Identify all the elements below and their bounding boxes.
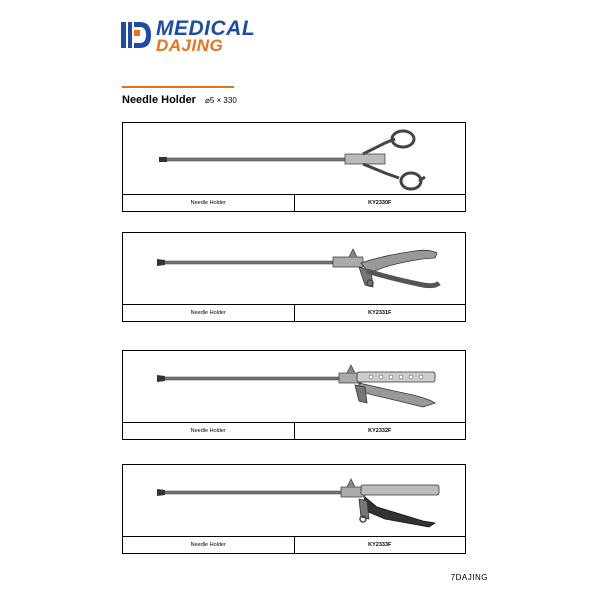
heading-rule bbox=[122, 86, 234, 88]
product-code: KY2333F bbox=[368, 542, 392, 548]
needle-holder-image bbox=[157, 478, 440, 528]
needle-holder-image bbox=[159, 129, 426, 191]
page-footer-label: 7DAJING bbox=[450, 573, 488, 582]
product-code: KY2331F bbox=[368, 310, 392, 316]
brand-logo: MEDICAL DAJING bbox=[120, 18, 255, 55]
heading-title: Needle Holder bbox=[122, 94, 196, 106]
product-name: Needle Holder bbox=[123, 537, 295, 553]
needle-holder-image bbox=[157, 364, 436, 408]
logo-text-dajing: DAJING bbox=[156, 36, 224, 55]
needle-holder-image bbox=[157, 248, 441, 289]
product-name: Needle Holder bbox=[123, 195, 295, 211]
product-card: Needle Holder KY2331F bbox=[122, 232, 466, 322]
product-caption: Needle Holder KY2331F bbox=[123, 304, 465, 321]
product-caption: Needle Holder KY2332F bbox=[123, 422, 465, 439]
product-caption: Needle Holder KY2330F bbox=[123, 194, 465, 211]
product-name: Needle Holder bbox=[123, 423, 295, 439]
product-card: Needle Holder KY2333F bbox=[122, 464, 466, 554]
product-name: Needle Holder bbox=[123, 305, 295, 321]
product-code: KY2330F bbox=[368, 200, 392, 206]
page-heading: Needle Holder ⌀5 × 330 bbox=[122, 94, 237, 106]
logo-text-medical: MEDICAL bbox=[156, 17, 256, 40]
product-card: Needle Holder KY2330F bbox=[122, 122, 466, 212]
product-caption: Needle Holder KY2333F bbox=[123, 536, 465, 553]
dajing-logo-icon bbox=[121, 22, 151, 48]
heading-spec: ⌀5 × 330 bbox=[205, 96, 237, 105]
product-code: KY2332F bbox=[368, 428, 392, 434]
product-card: Needle Holder KY2332F bbox=[122, 350, 466, 440]
